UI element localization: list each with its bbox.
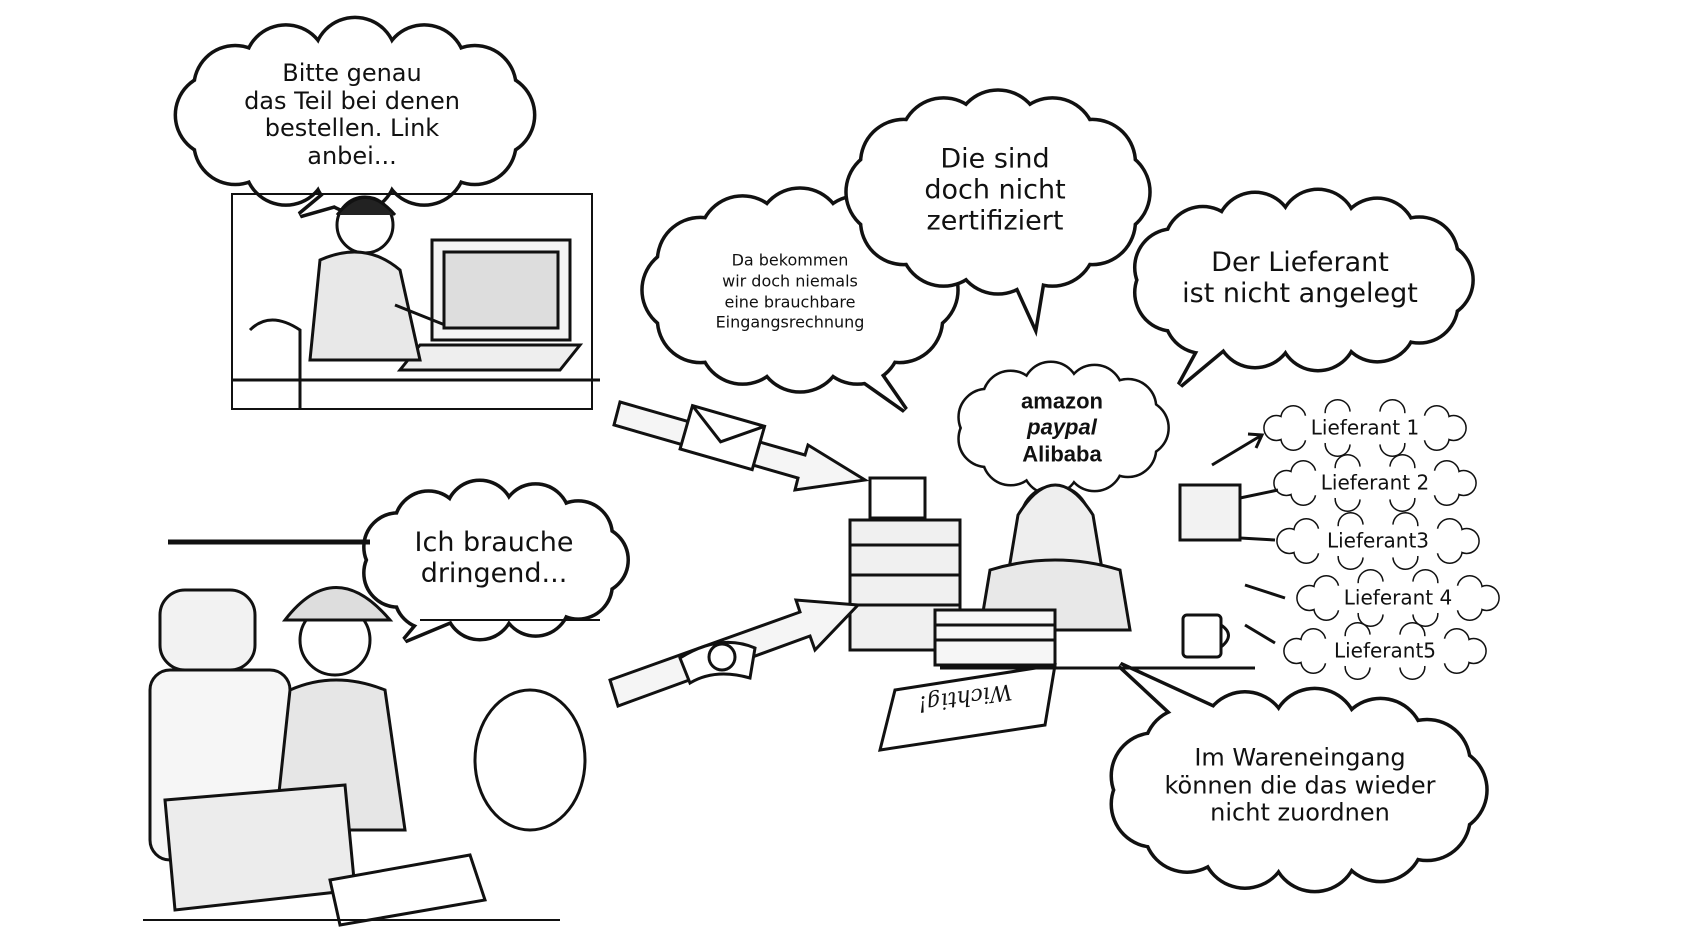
bubble-line: das Teil bei denen <box>244 86 460 115</box>
worker-scene <box>143 539 600 927</box>
supplier-cloud-5 <box>1283 621 1487 681</box>
supplier-arrows <box>1211 432 1286 645</box>
bubble-line: doch nicht <box>924 174 1066 206</box>
paypal-logo: paypal <box>1027 414 1097 440</box>
supplier-cloud-4 <box>1296 568 1500 628</box>
coffee-cup-icon <box>1181 613 1223 659</box>
supplier-3: Lieferant3 <box>1326 528 1430 553</box>
toolbag-icon <box>163 783 357 912</box>
bubble-line: ist nicht angelegt <box>1182 278 1418 309</box>
amazon-logo: amazon <box>1021 388 1103 414</box>
bubble-line: Der Lieferant <box>1211 246 1389 278</box>
bubble-line: anbei... <box>307 141 397 170</box>
cloud-urgent <box>362 478 630 644</box>
bubble-line: Ich brauche <box>414 526 574 558</box>
bubble-line: Die sind <box>940 143 1050 175</box>
speech-bubble-goods-in: Im Wareneingang können die das wieder ni… <box>1164 743 1436 828</box>
desk-scene <box>848 476 1255 752</box>
thought-bubble-brands: amazon paypal Alibaba <box>1021 388 1103 467</box>
speech-bubble-invoice: Da bekommen wir doch niemals eine brauch… <box>716 250 865 333</box>
bubble-line: Im Wareneingang <box>1194 743 1406 772</box>
alibaba-logo: Alibaba <box>1022 441 1102 467</box>
envelope-icon <box>678 403 767 472</box>
cloud-goods-in <box>1109 661 1489 894</box>
note-paper <box>877 663 1057 752</box>
bubble-line: wir doch niemals <box>722 271 858 291</box>
speech-bubble-certified: Die sind doch nicht zertifiziert <box>924 143 1065 236</box>
bubble-line: eine brauchbare <box>724 292 856 311</box>
cloud-office <box>173 15 537 219</box>
cloud-supplier <box>1132 187 1475 388</box>
telephone-icon <box>678 640 757 686</box>
bubble-line: Da bekommen <box>731 250 849 270</box>
cloud-certified <box>844 88 1152 337</box>
office-scene <box>231 193 600 410</box>
supplier-4: Lieferant 4 <box>1343 585 1453 610</box>
speech-bubble-supplier: Der Lieferant ist nicht angelegt <box>1182 247 1418 309</box>
bubble-line: Eingangsrechnung <box>715 312 865 332</box>
thought-cloud <box>957 360 1170 496</box>
speech-bubble-office: Bitte genau das Teil bei denen bestellen… <box>244 58 460 170</box>
supplier-2: Lieferant 2 <box>1320 470 1430 495</box>
speech-bubble-urgent: Ich brauche dringend... <box>415 527 574 589</box>
bubble-line: bestellen. Link <box>264 114 440 142</box>
supplier-1: Lieferant 1 <box>1310 415 1420 440</box>
supplier-5: Lieferant5 <box>1333 638 1437 663</box>
supplier-cloud-1 <box>1263 398 1467 458</box>
bubble-line: können die das wieder <box>1164 771 1436 800</box>
bubble-line: zertifiziert <box>926 205 1064 237</box>
phone-arrow <box>608 598 862 708</box>
supplier-cloud-3 <box>1276 511 1480 571</box>
bubble-line: dringend... <box>420 558 568 589</box>
email-arrow <box>612 400 870 492</box>
supplier-cloud-2 <box>1273 453 1477 513</box>
bubble-line: nicht zuordnen <box>1210 798 1390 827</box>
bubble-line: Bitte genau <box>282 58 422 87</box>
